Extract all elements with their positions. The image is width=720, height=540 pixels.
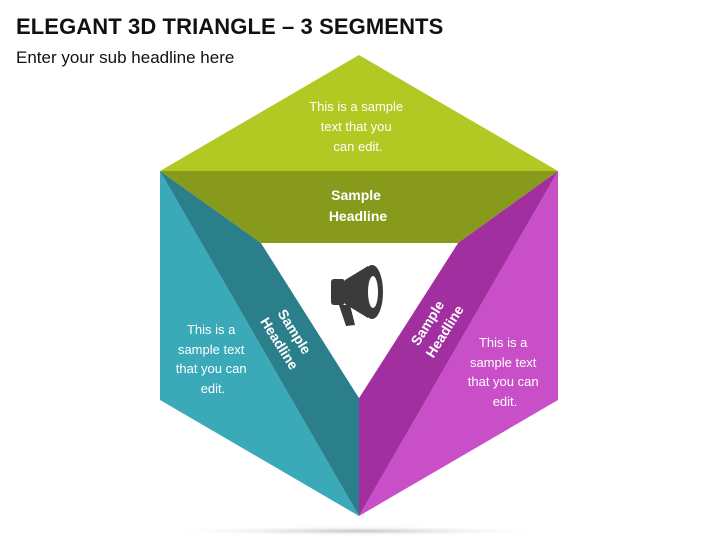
right-body-line-1: This is a [479, 335, 528, 350]
left-segment-bevel [160, 171, 359, 516]
left-body-line-2: sample text [178, 342, 245, 357]
top-body-line-1: This is a sample [309, 99, 403, 114]
top-segment-body-text: This is a sample text that you can edit. [309, 99, 407, 154]
megaphone-icon [331, 265, 383, 326]
top-headline-line-2: Headline [329, 208, 388, 224]
center-triangle [261, 243, 458, 398]
megaphone-bell-inner [368, 276, 378, 308]
right-body-line-3: that you can [468, 374, 539, 389]
megaphone-handle [339, 305, 355, 326]
left-body-line-1: This is a [187, 322, 236, 337]
right-segment-bevel [359, 171, 558, 516]
right-body-line-4: edit. [493, 394, 518, 409]
top-body-line-3: can edit. [333, 139, 382, 154]
slide-title: ELEGANT 3D TRIANGLE – 3 SEGMENTS [16, 14, 444, 39]
right-body-line-2: sample text [470, 355, 537, 370]
top-segment-headline: Sample Headline [329, 187, 388, 224]
top-headline-line-1: Sample [331, 187, 381, 203]
megaphone-cone [345, 266, 368, 318]
top-segment-face [160, 55, 558, 171]
left-body-line-4: edit. [201, 381, 226, 396]
top-body-line-2: text that you [321, 119, 392, 134]
right-segment-body-text: This is a sample text that you can edit. [468, 335, 542, 409]
top-segment-bevel [160, 171, 558, 243]
megaphone-body [331, 279, 345, 305]
left-segment-body-text: This is a sample text that you can edit. [176, 322, 250, 396]
floor-shadow [158, 526, 558, 536]
slide-subtitle: Enter your sub headline here [16, 48, 235, 67]
left-body-line-3: that you can [176, 361, 247, 376]
